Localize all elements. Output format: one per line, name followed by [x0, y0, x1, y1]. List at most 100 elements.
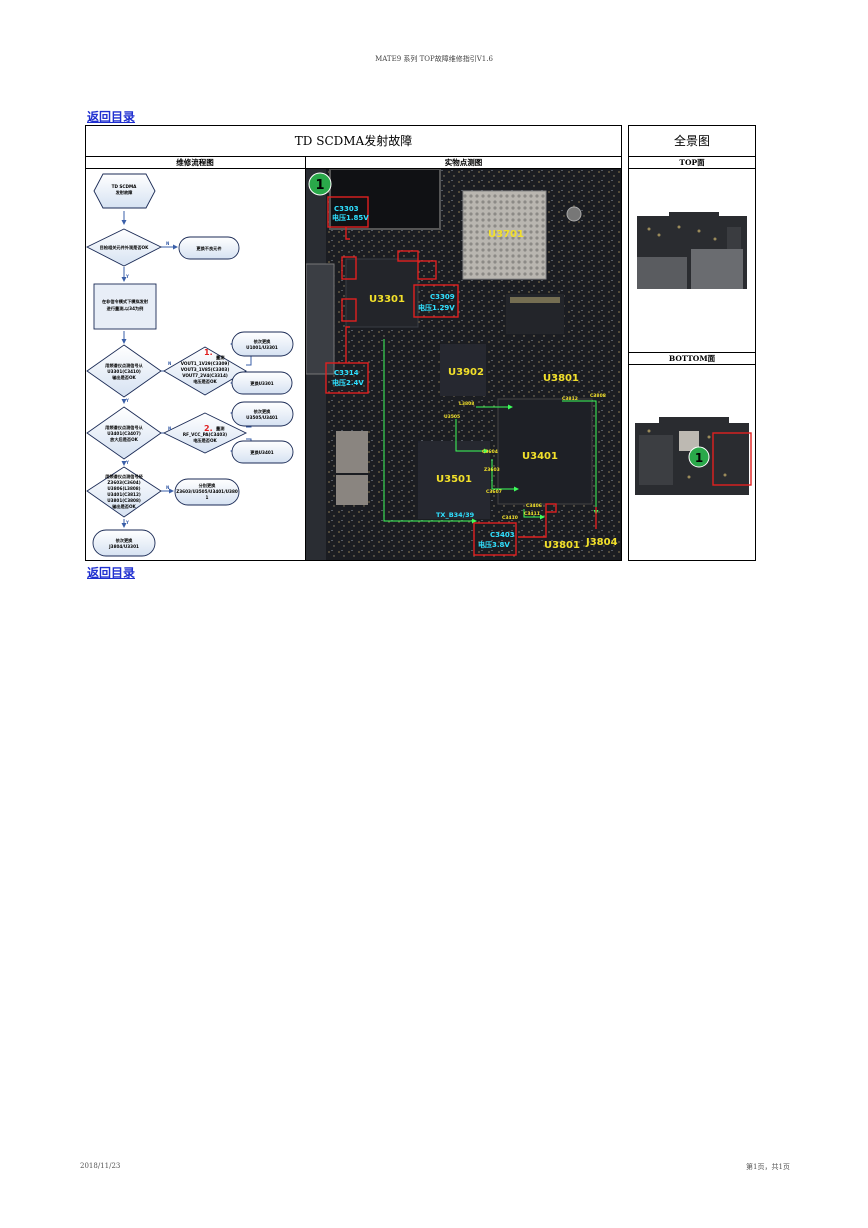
- svg-text:C3406: C3406: [526, 503, 542, 509]
- svg-text:RF_VCC_PA(C3403): RF_VCC_PA(C3403): [183, 432, 227, 437]
- bottom-marker-1: [688, 446, 710, 468]
- svg-text:J3804/U3301: J3804/U3301: [108, 544, 139, 549]
- bottom-face-photo: 1: [629, 365, 755, 560]
- svg-text:N: N: [168, 361, 171, 366]
- svg-text:输出是否OK: 输出是否OK: [112, 374, 136, 381]
- bottom-marker-1-text: 1: [695, 451, 703, 465]
- test-mode-box: [93, 283, 157, 330]
- top-component: [727, 227, 741, 249]
- decision-1-voltage: [163, 346, 247, 396]
- footer-date: 2018/11/23: [80, 1162, 121, 1170]
- svg-text:Y: Y: [125, 274, 129, 279]
- replace-u3401-box: [231, 440, 294, 464]
- overview-title: 全景图: [673, 134, 710, 148]
- svg-text:C3309: C3309: [430, 293, 455, 301]
- back-to-contents-link-bottom[interactable]: 返回目录: [87, 566, 136, 580]
- pad-strip: [510, 297, 560, 303]
- svg-text:C3808: C3808: [590, 393, 606, 399]
- overview-divider-2: [628, 168, 756, 169]
- svg-text:量测: 量测: [216, 425, 224, 432]
- svg-text:电压1.85V: 电压1.85V: [332, 213, 369, 222]
- svg-text:1.: 1.: [204, 348, 213, 357]
- svg-text:C3303: C3303: [334, 205, 359, 213]
- svg-text:用频谱仪点测信号从: 用频谱仪点测信号从: [105, 424, 144, 431]
- left-frame: [306, 263, 335, 375]
- col-flow-header: 维修流程图: [176, 158, 214, 167]
- svg-text:电压是否OK: 电压是否OK: [193, 378, 217, 385]
- end-box: [92, 529, 156, 557]
- svg-text:Z3603(C3604): Z3603(C3604): [107, 480, 140, 485]
- chip-u3902-body: [440, 344, 486, 396]
- svg-text:Z3603/U3505/U3401/U380: Z3603/U3505/U3401/U380: [176, 489, 238, 494]
- svg-text:U3401: U3401: [522, 451, 558, 462]
- svg-text:U3505: U3505: [444, 414, 460, 420]
- col-points-header: 实物点测图: [444, 158, 483, 167]
- svg-text:U3505/U3401: U3505/U3401: [246, 415, 278, 420]
- decision-2-voltage: [162, 412, 248, 454]
- back-to-contents-link-top[interactable]: 返回目录: [87, 110, 136, 124]
- svg-text:输出是否OK: 输出是否OK: [112, 503, 136, 510]
- svg-text:U3401(C3407): U3401(C3407): [107, 431, 141, 436]
- svg-text:TD SCDMA: TD SCDMA: [112, 184, 138, 189]
- svg-text:依次更换: 依次更换: [254, 338, 272, 345]
- shield-frame: [329, 169, 441, 230]
- svg-text:放大后是否OK: 放大后是否OK: [109, 436, 138, 443]
- svg-text:在非信令模式下模拟发射: 在非信令模式下模拟发射: [102, 298, 149, 305]
- replace-multi-box: [174, 478, 240, 506]
- svg-text:C3812: C3812: [562, 396, 578, 402]
- replace-bad-box: [178, 236, 240, 260]
- svg-text:目检相关元件外观是否OK: 目检相关元件外观是否OK: [100, 244, 149, 251]
- svg-text:C3403: C3403: [490, 531, 515, 539]
- footer-page: 第1页，共1页: [746, 1163, 790, 1171]
- svg-text:进行量测,以34为例: 进行量测,以34为例: [107, 305, 144, 312]
- decision-3: [86, 466, 162, 518]
- repair-flowchart: TD SCDMA 发射故障 目检相关元件外观是否OK 更换不良元件 在非信令模式…: [86, 173, 294, 557]
- overview-divider-3: [628, 352, 756, 353]
- svg-text:Y: Y: [125, 520, 129, 525]
- svg-text:U3401(C3812): U3401(C3812): [107, 492, 141, 497]
- measure-boxes: [325, 196, 597, 556]
- signal-path: [383, 339, 599, 524]
- decision-check-parts: [86, 228, 163, 267]
- svg-text:电压2.4V: 电压2.4V: [332, 378, 364, 387]
- top-face-header: TOP面: [679, 158, 705, 167]
- replace-u3505-box: [231, 401, 294, 427]
- svg-text:依次更换: 依次更换: [254, 408, 272, 415]
- svg-text:依次更换: 依次更换: [116, 537, 134, 544]
- svg-text:U3801: U3801: [544, 540, 580, 551]
- svg-text:C3604: C3604: [482, 449, 498, 455]
- svg-text:L3808: L3808: [459, 401, 474, 407]
- svg-text:更换U3401: 更换U3401: [250, 449, 274, 456]
- title-divider: [85, 156, 622, 157]
- svg-text:U3501: U3501: [436, 474, 472, 485]
- svg-text:U3301: U3301: [369, 294, 405, 305]
- page-header: MATE9 系列 TOP故障维修指引V1.6: [375, 55, 493, 63]
- svg-text:2.: 2.: [204, 424, 213, 433]
- svg-text:C3410: C3410: [502, 515, 518, 521]
- svg-text:发射故障: 发射故障: [116, 189, 134, 196]
- marker-1: [308, 172, 332, 196]
- main-table: [85, 125, 622, 561]
- svg-text:C3607: C3607: [486, 489, 502, 495]
- svg-text:U3801: U3801: [543, 373, 579, 384]
- overview-divider-1: [628, 156, 756, 157]
- replace-u1001-box: [231, 331, 294, 357]
- inductor-2: [336, 475, 368, 505]
- overview-divider-4: [628, 364, 756, 365]
- bottom-highlight-box: [712, 432, 752, 486]
- svg-text:电压1.29V: 电压1.29V: [418, 303, 455, 312]
- chip-u3701-body: [462, 190, 547, 280]
- board-measure-photo: 1 C3303 电压1.85V C3309 电压1.29V C3314 电压2.…: [306, 169, 621, 560]
- svg-text:用频谱仪点测信号从: 用频谱仪点测信号从: [105, 362, 144, 369]
- svg-text:Y: Y: [125, 398, 129, 403]
- svg-text:N: N: [166, 241, 169, 246]
- svg-text:Y: Y: [125, 460, 129, 465]
- decision-2: [86, 406, 162, 460]
- bottom-bga-chip: [679, 431, 699, 451]
- svg-text:Z3603: Z3603: [484, 467, 500, 473]
- top-shield-right: [691, 249, 743, 289]
- svg-text:N: N: [166, 485, 169, 490]
- svg-text:1: 1: [206, 495, 209, 500]
- svg-text:分别更换: 分别更换: [199, 482, 217, 489]
- svg-text:更换不良元件: 更换不良元件: [196, 245, 222, 252]
